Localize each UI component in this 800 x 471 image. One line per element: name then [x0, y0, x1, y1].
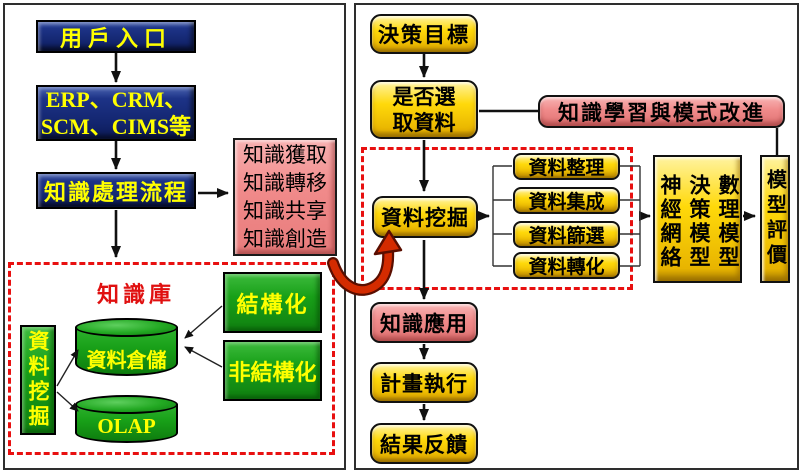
data-mining-dashed-frame — [361, 147, 633, 290]
node-knowledge-process: 知識處理流程 — [36, 172, 196, 209]
knowledge-base-dashed-frame — [8, 262, 335, 455]
node-model-types: 神經網絡 決策模型 數理模型 — [653, 155, 742, 283]
node-select-data: 是否選 取資料 — [370, 80, 478, 139]
cylinder-top-ellipse — [75, 318, 178, 337]
olap-label: OLAP — [97, 414, 156, 438]
node-data-mining-right: 資料挖掘 — [372, 196, 478, 238]
node-knowledge-activities: 知識獲取 知識轉移 知識共享 知識創造 — [233, 138, 337, 256]
node-structured: 結構化 — [223, 272, 322, 333]
node-plan-execution: 計畫執行 — [370, 362, 478, 403]
node-data-mining-left: 資料挖掘 — [20, 325, 56, 435]
data-warehouse-label: 資料倉儲 — [86, 350, 167, 372]
cylinder-top-ellipse — [75, 395, 178, 414]
node-data-cleaning: 資料整理 — [513, 153, 620, 180]
node-user-portal: 用戶入口 — [36, 20, 196, 53]
knowledge-base-label: 知識庫 — [97, 282, 176, 307]
node-model-evaluation: 模型評價 — [760, 155, 790, 283]
node-data-transformation: 資料轉化 — [513, 252, 620, 279]
cylinder-olap: OLAP — [75, 395, 178, 443]
node-unstructured: 非結構化 — [223, 340, 322, 401]
node-data-filtering: 資料篩選 — [513, 221, 620, 248]
node-knowledge-learning: 知識學習與模式改進 — [538, 95, 785, 128]
node-result-feedback: 結果反饋 — [370, 423, 478, 464]
node-knowledge-application: 知識應用 — [370, 302, 478, 343]
node-decision-goal: 決策目標 — [370, 14, 478, 54]
node-erp-systems: ERP、CRM、 SCM、CIMS等 — [36, 85, 196, 141]
cylinder-data-warehouse: 資料倉儲 — [75, 318, 178, 376]
node-data-integration: 資料集成 — [513, 187, 620, 214]
